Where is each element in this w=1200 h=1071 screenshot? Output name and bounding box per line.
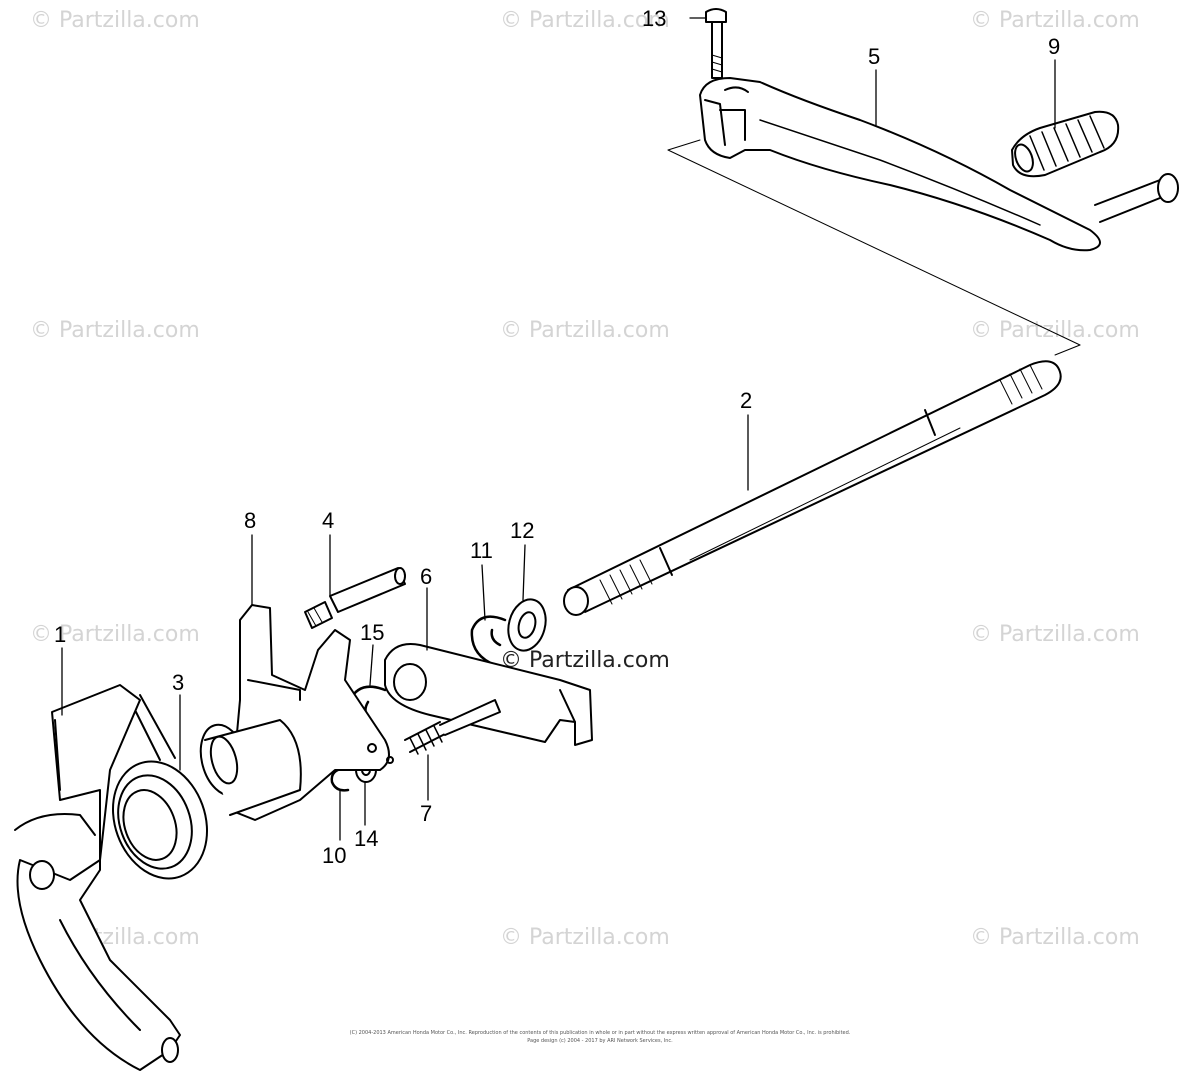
callout-7: 7 xyxy=(420,801,433,826)
alignment-line xyxy=(1054,344,1081,356)
gearshift-spindle xyxy=(563,360,1062,616)
callout-13: 13 xyxy=(642,6,667,31)
washer xyxy=(507,598,547,652)
callout-11: 11 xyxy=(470,538,493,563)
watermark-dark: © Partzilla.com xyxy=(500,648,670,673)
callout-2: 2 xyxy=(740,388,753,413)
callout-5: 5 xyxy=(868,44,881,69)
stopper-plate xyxy=(199,604,394,821)
watermark: © Partzilla.com xyxy=(970,8,1140,33)
watermark: © Partzilla.com xyxy=(30,8,200,33)
shift-drum-arm xyxy=(14,684,181,1071)
alignment-line xyxy=(667,149,1081,346)
watermark: © Partzilla.com xyxy=(30,622,200,647)
copyright-line: (C) 2004-2013 American Honda Motor Co., … xyxy=(349,1030,851,1036)
watermark: © Partzilla.com xyxy=(500,925,670,950)
leader-line xyxy=(522,544,526,601)
return-spring xyxy=(404,699,501,755)
stopper-pin xyxy=(304,567,406,629)
watermark: © Partzilla.com xyxy=(970,925,1140,950)
watermark: © Partzilla.com xyxy=(500,8,670,33)
copyright-line: Page design (c) 2004 - 2017 by ARI Netwo… xyxy=(527,1038,673,1044)
callout-3: 3 xyxy=(172,670,185,695)
watermark: © Partzilla.com xyxy=(970,318,1140,343)
leader-line xyxy=(481,564,486,621)
callout-12: 12 xyxy=(510,518,535,543)
pedal-rubber xyxy=(1011,110,1120,178)
pinch-bolt xyxy=(705,8,727,79)
shift-arm xyxy=(384,643,593,746)
callout-4: 4 xyxy=(322,508,335,533)
alignment-line xyxy=(667,139,701,151)
callout-8: 8 xyxy=(244,508,257,533)
callout-1: 1 xyxy=(54,622,67,647)
torsion-spring xyxy=(111,694,209,880)
watermark: © Partzilla.com xyxy=(970,622,1140,647)
callout-14: 14 xyxy=(354,826,379,851)
pedal-arm xyxy=(699,77,1101,252)
watermark: © Partzilla.com xyxy=(500,318,670,343)
leader-line xyxy=(369,644,374,686)
circlip xyxy=(470,615,507,667)
peg-shaft xyxy=(1094,173,1179,223)
callout-15: 15 xyxy=(360,620,385,645)
watermark: © Partzilla.com xyxy=(30,318,200,343)
callout-9: 9 xyxy=(1048,34,1061,59)
callout-10: 10 xyxy=(322,843,347,868)
callout-6: 6 xyxy=(420,564,433,589)
